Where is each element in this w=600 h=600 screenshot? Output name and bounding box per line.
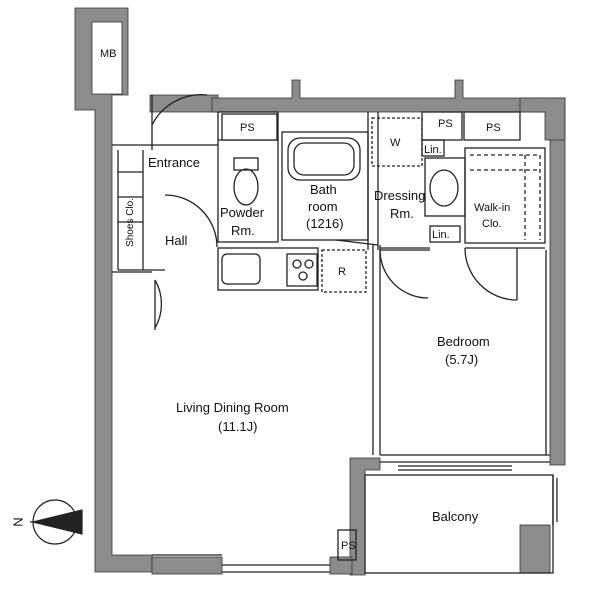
living-dining-label-2: (11.1J) [218,419,258,434]
bedroom-label-2: (5.7J) [445,352,479,367]
refrigerator-label: R [338,266,346,278]
right-wall [539,97,566,466]
bottom-wall-left [151,556,223,575]
dressing-room-label-1: Dressing [374,188,426,203]
ps-label-bottom: PS [341,540,356,552]
walk-in-closet-label-1: Walk-in [474,202,511,214]
compass-north-label: N [10,517,26,527]
linen-label-top: Lin. [424,144,442,156]
ps-label-left: PS [240,122,255,134]
mb-shaft-wall [91,21,123,95]
walls [74,7,566,576]
walk-in-closet-label-2: Clo. [482,218,502,230]
compass-icon [30,499,83,545]
powder-room-label-2: Rm. [231,223,255,238]
ps-label-mid: PS [438,118,453,130]
living-dining-label-1: Living Dining Room [176,400,289,415]
ps-label-right: PS [486,122,501,134]
interior-lines [112,94,558,574]
bedroom-label-1: Bedroom [437,334,490,349]
balcony-corner-post [519,524,551,574]
linen-label-bottom: Lin. [432,229,450,241]
shoes-closet-label: Shoes Clo. [125,198,136,247]
hall-label: Hall [165,233,188,248]
entrance-label: Entrance [148,155,201,170]
bathroom-label-2: room [308,199,338,214]
bathroom-label-3: (1216) [306,216,344,231]
powder-room-label-1: Powder [220,205,265,220]
washer-label: W [390,137,401,149]
right-wall-corner [519,97,566,141]
balcony-label: Balcony [432,509,479,524]
bathroom-label-1: Bath [310,182,337,197]
dressing-room-label-2: Rm. [390,206,414,221]
top-wall-main [211,79,556,113]
mb-label: MB [100,48,117,60]
